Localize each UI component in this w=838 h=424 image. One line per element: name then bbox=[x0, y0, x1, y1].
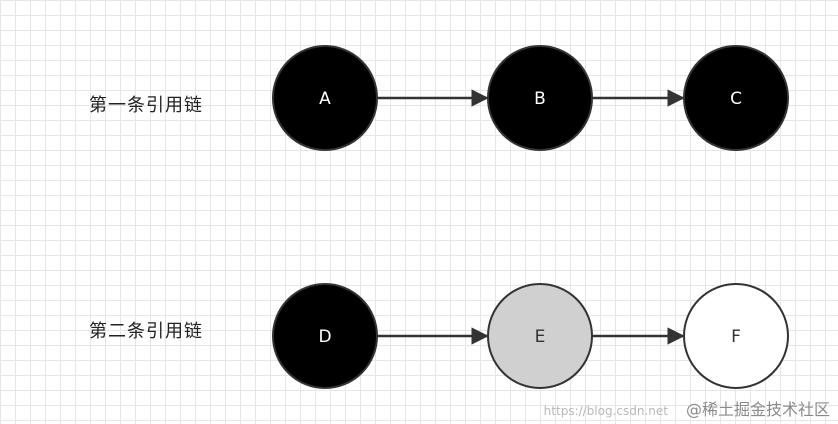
chain-label-second: 第二条引用链 bbox=[89, 321, 203, 342]
node-c: C bbox=[683, 45, 789, 151]
node-label-f: F bbox=[731, 327, 741, 347]
node-d: D bbox=[272, 283, 378, 389]
node-e: E bbox=[487, 283, 593, 389]
node-circle-e bbox=[487, 283, 593, 389]
watermark: @稀土掘金技术社区 bbox=[685, 400, 830, 419]
edges-layer bbox=[377, 89, 685, 345]
node-label-b: B bbox=[534, 89, 546, 109]
nodes-layer: A B C D E F bbox=[272, 45, 789, 389]
node-a: A bbox=[272, 45, 378, 151]
node-circle-b bbox=[487, 45, 593, 151]
watermark-url: https://blog.csdn.net bbox=[543, 404, 668, 418]
node-label-e: E bbox=[535, 327, 546, 347]
node-circle-a bbox=[272, 45, 378, 151]
chain-label-first: 第一条引用链 bbox=[89, 95, 203, 116]
node-circle-c bbox=[683, 45, 789, 151]
node-label-d: D bbox=[318, 327, 331, 347]
node-f: F bbox=[683, 283, 789, 389]
node-label-c: C bbox=[730, 89, 742, 109]
node-label-a: A bbox=[319, 89, 331, 109]
node-circle-d bbox=[272, 283, 378, 389]
node-circle-f bbox=[683, 283, 789, 389]
node-b: B bbox=[487, 45, 593, 151]
